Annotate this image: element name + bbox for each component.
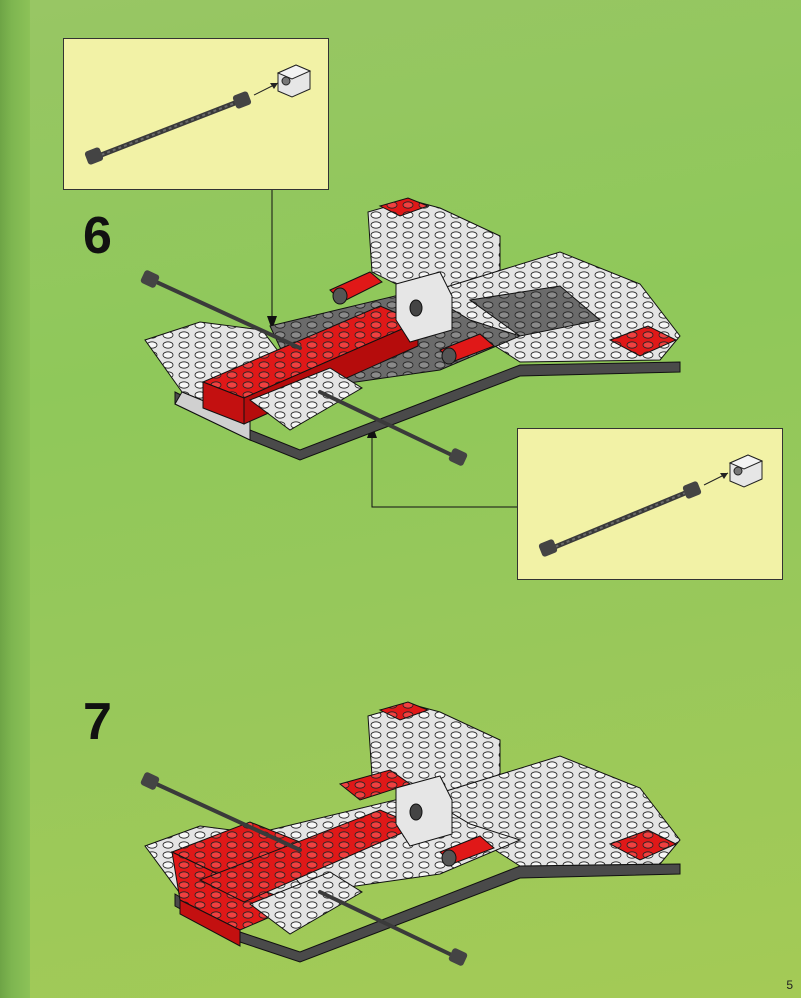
callout-parts-right — [517, 428, 783, 580]
step6-callout-arrow-top — [267, 190, 277, 330]
page-fold-shadow — [0, 0, 30, 998]
engine-icon — [329, 271, 383, 305]
engine-icon — [439, 835, 495, 867]
step7-model — [140, 701, 681, 966]
clip-brick-icon — [728, 454, 764, 488]
step6-callout-arrow-right — [367, 424, 517, 508]
step-number-7: 7 — [83, 693, 112, 751]
step6-model — [140, 197, 681, 466]
antenna-rod-icon — [84, 91, 252, 165]
antenna-rod-icon — [538, 481, 702, 557]
callout-parts-right-art — [538, 454, 764, 557]
antenna-rod-icon — [140, 772, 302, 852]
clip-brick-icon — [276, 64, 312, 98]
engine-icon — [439, 333, 495, 365]
antenna-rod-icon — [318, 890, 468, 966]
page-number: 5 — [786, 978, 793, 992]
callout-parts-top — [63, 38, 329, 190]
antenna-rod-icon — [318, 390, 468, 466]
antenna-rod-icon — [140, 270, 302, 350]
callout-parts-top-art — [84, 64, 312, 165]
step-number-6: 6 — [83, 207, 112, 265]
